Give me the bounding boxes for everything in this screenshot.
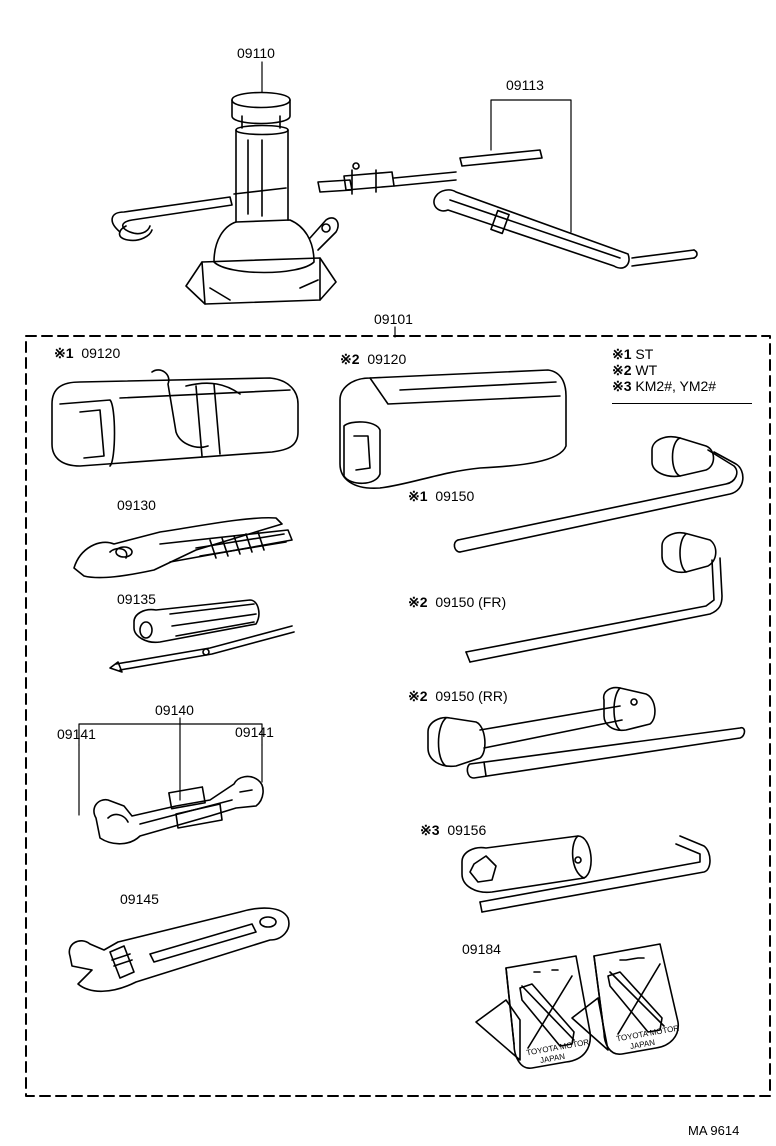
jack-handle-illustration [317, 149, 698, 269]
wrench-set-part-number: 09140 [155, 702, 194, 718]
lug-wrench-fr-mark: ※2 [408, 594, 428, 610]
lug-wrench-st-label: ※1 09150 [408, 489, 474, 503]
legend-mark-3: ※3 [612, 378, 632, 394]
wrench-set-illustration [93, 775, 264, 845]
lug-wrench-rr-label: ※2 09150 (RR) [408, 689, 508, 703]
legend-rule [612, 403, 752, 404]
lug-wrench-fr-number: 09150 (FR) [435, 594, 507, 610]
legend-text-2: WT [635, 362, 658, 378]
tool-bag-st-illustration [51, 369, 299, 467]
hub-nut-wrench-label: ※3 09156 [420, 823, 486, 837]
bag-wt-number: 09120 [367, 351, 407, 367]
legend: ※1 ST ※2 WT ※3 KM2#, YM2# [612, 346, 752, 394]
leader-lines [78, 61, 572, 816]
tool-bag-wt-illustration [339, 369, 567, 489]
lug-wrench-rr-number: 09150 (RR) [435, 688, 508, 704]
lug-wrench-rr-mark: ※2 [408, 688, 428, 704]
lug-wrench-rr-illustration [427, 686, 746, 779]
bag-st-number: 09120 [81, 345, 121, 361]
bag-wt-label: ※2 09120 [340, 352, 406, 366]
pliers-illustration [73, 516, 293, 579]
legend-text-1: ST [635, 346, 654, 362]
group-part-number: 09101 [374, 311, 413, 327]
bag-st-mark: ※1 [54, 345, 74, 361]
legend-mark-2: ※2 [612, 362, 632, 378]
bag-wt-mark: ※2 [340, 351, 360, 367]
hub-nut-wrench-illustration [461, 835, 711, 913]
jack-part-number: 09110 [237, 45, 275, 61]
screwdriver-part-number: 09135 [117, 591, 156, 607]
lug-wrench-st-mark: ※1 [408, 488, 428, 504]
group-frame [25, 335, 771, 1097]
hub-nut-wrench-mark: ※3 [420, 822, 440, 838]
legend-text-3: KM2#, YM2# [635, 378, 717, 394]
legend-row-3: ※3 KM2#, YM2# [612, 378, 752, 394]
figure-code: MA 9614 [688, 1123, 740, 1138]
legend-row-1: ※1 ST [612, 346, 752, 362]
adjustable-wrench-illustration [68, 907, 290, 993]
legend-row-2: ※2 WT [612, 362, 752, 378]
jack-handle-part-number: 09113 [506, 77, 544, 93]
jack-illustration [111, 91, 339, 305]
lug-wrench-st-illustration [453, 435, 744, 553]
pliers-part-number: 09130 [117, 497, 156, 513]
wrench-left-part-number: 09141 [57, 726, 96, 742]
legend-mark-1: ※1 [612, 346, 632, 362]
lug-wrench-fr-label: ※2 09150 (FR) [408, 595, 506, 609]
hub-nut-wrench-number: 09156 [447, 822, 487, 838]
wheel-chocks-illustration [475, 943, 680, 1069]
bag-st-label: ※1 09120 [54, 346, 120, 360]
wheel-chock-part-number: 09184 [462, 941, 501, 957]
lug-wrench-fr-illustration [465, 531, 723, 663]
screwdriver-illustration [109, 599, 295, 673]
wrench-right-part-number: 09141 [235, 724, 274, 740]
lug-wrench-st-number: 09150 [435, 488, 475, 504]
adjustable-wrench-part-number: 09145 [120, 891, 159, 907]
